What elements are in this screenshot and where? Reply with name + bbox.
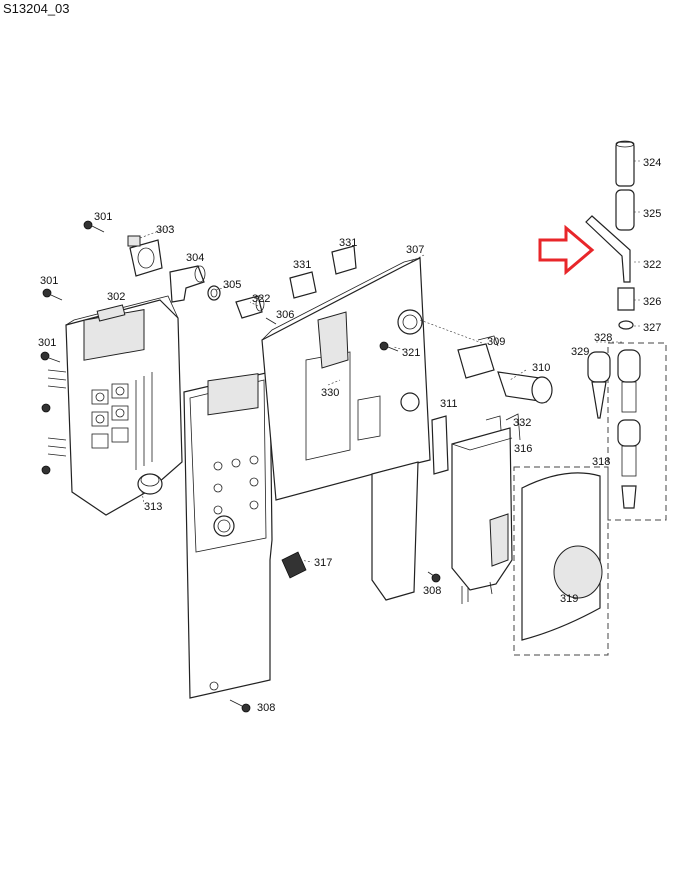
screw-321 <box>379 341 399 352</box>
control-board-302 <box>47 295 183 516</box>
label-307: 307 <box>406 244 424 256</box>
label-329: 329 <box>571 346 589 358</box>
screw-301-bottom-b <box>41 465 51 475</box>
label-310: 310 <box>532 362 550 374</box>
label-316: 316 <box>514 443 532 455</box>
label-304: 304 <box>186 252 204 264</box>
highlight-arrow-icon <box>538 224 595 276</box>
label-324: 324 <box>643 157 661 169</box>
label-301-top: 301 <box>94 211 112 223</box>
document-id: S13204_03 <box>3 1 70 16</box>
label-309: 309 <box>487 336 505 348</box>
label-305: 305 <box>223 279 241 291</box>
label-327: 327 <box>643 322 661 334</box>
screw-301-mid <box>42 288 63 301</box>
screw-301-top <box>83 220 105 233</box>
valve-310 <box>497 371 553 404</box>
knob-317 <box>281 551 307 579</box>
label-331-left: 331 <box>293 259 311 271</box>
label-318: 318 <box>592 456 610 468</box>
tip-328 <box>617 349 641 509</box>
label-319: 319 <box>560 593 578 605</box>
label-302: 302 <box>107 291 125 303</box>
nozzle-326 <box>617 287 635 311</box>
label-328: 328 <box>594 332 612 344</box>
label-322-right: 322 <box>643 259 661 271</box>
label-311: 311 <box>440 398 458 410</box>
screw-301-low <box>40 351 61 363</box>
label-308-right: 308 <box>423 585 441 597</box>
spout-housing-316 <box>451 427 513 604</box>
group-box-328 <box>607 342 667 521</box>
front-panel <box>183 371 273 699</box>
screw-301-bottom-a <box>41 403 51 413</box>
steam-pipe-322 <box>585 215 631 283</box>
label-301-low: 301 <box>38 337 56 349</box>
connector-306 <box>235 295 277 325</box>
bracket-311 <box>431 415 449 475</box>
bracket-303 <box>127 235 163 277</box>
label-326: 326 <box>643 296 661 308</box>
label-332: 332 <box>513 417 531 429</box>
oring-305 <box>207 285 221 301</box>
group-box-318 <box>513 466 609 656</box>
cap-324 <box>615 140 635 187</box>
label-322-left: 322 <box>252 293 270 305</box>
label-330: 330 <box>321 387 339 399</box>
connector-309 <box>457 335 499 379</box>
label-313: 313 <box>144 501 162 513</box>
nozzle-329 <box>587 351 611 419</box>
knob-313 <box>137 473 163 495</box>
label-306: 306 <box>276 309 294 321</box>
screw-308-right <box>427 571 441 583</box>
label-308-bottom: 308 <box>257 702 275 714</box>
screw-308-bottom <box>229 699 251 713</box>
cover-319 <box>521 472 603 641</box>
label-317: 317 <box>314 557 332 569</box>
housing-307 <box>261 257 431 601</box>
label-321: 321 <box>402 347 420 359</box>
label-301-mid: 301 <box>40 275 58 287</box>
sleeve-325 <box>615 189 635 231</box>
clip-331-b <box>331 245 357 275</box>
oring-327 <box>618 320 634 330</box>
label-325: 325 <box>643 208 661 220</box>
label-303: 303 <box>156 224 174 236</box>
label-331-right: 331 <box>339 237 357 249</box>
clip-331-a <box>289 271 317 299</box>
elbow-304 <box>169 265 206 303</box>
